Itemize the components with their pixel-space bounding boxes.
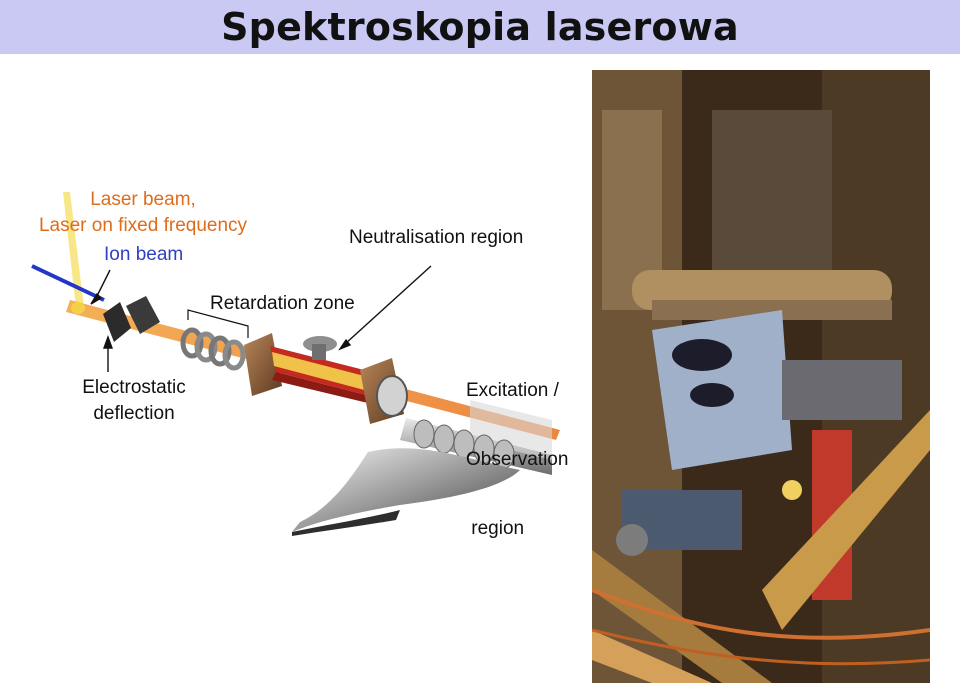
deflection-plate-1: [103, 302, 131, 342]
electrostatic-deflection-label: Electrostatic deflection: [82, 377, 186, 424]
collector-horn: [292, 448, 520, 532]
laser-beam: [63, 192, 84, 308]
excitation-tube: [400, 400, 552, 475]
retardation-zone-label: Retardation zone: [210, 293, 355, 314]
excitation-observation-label: Excitation / Observation region: [466, 380, 569, 539]
apparatus-photo: [592, 70, 930, 683]
retardation-rings: [180, 327, 246, 371]
beamline-diagram: [31, 192, 560, 536]
laser-beam-label: Laser beam, Laser on fixed frequency: [38, 189, 248, 236]
annotation-arrows: [90, 265, 432, 372]
deflection-plate-2: [126, 296, 160, 334]
title-bar: Spektroskopia laserowa: [0, 0, 960, 54]
slide-title: Spektroskopia laserowa: [221, 5, 739, 49]
neutralisation-region-label: Neutralisation region: [349, 227, 524, 248]
ion-beam-label: Ion beam: [104, 244, 184, 265]
neutralisation-cell: [244, 333, 408, 424]
ion-beam-line: [31, 264, 105, 302]
